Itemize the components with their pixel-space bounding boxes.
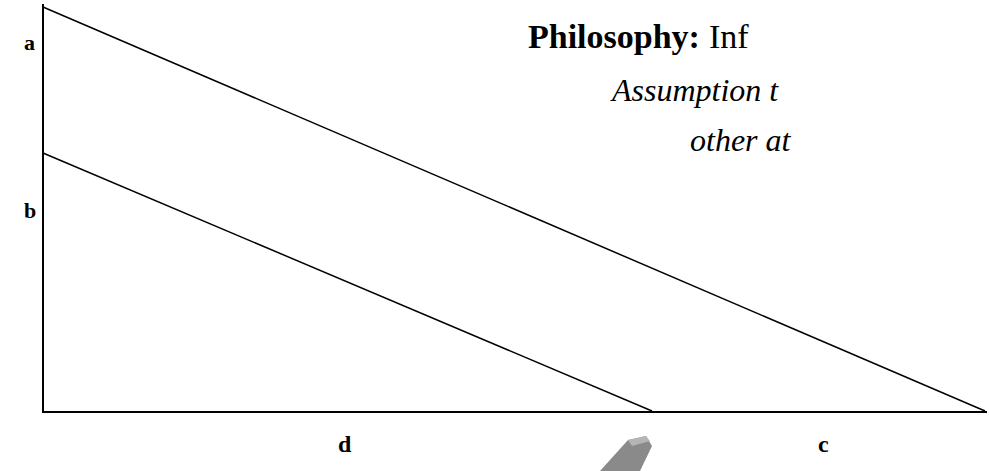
note-text: Assumption t xyxy=(612,74,778,106)
axis-letter: c xyxy=(818,432,829,456)
axis-letter: b xyxy=(24,200,36,222)
pen-highlight xyxy=(628,436,650,446)
heading-text: Inf xyxy=(709,20,749,54)
vertical-axis xyxy=(42,4,44,413)
pen-shape xyxy=(600,436,652,471)
outer-hypotenuse xyxy=(43,7,985,411)
heading-text: Philosophy: xyxy=(528,20,700,54)
horizontal-axis xyxy=(42,411,987,413)
note-text: other at xyxy=(690,124,790,156)
axis-letter: d xyxy=(338,432,351,456)
axis-letter: a xyxy=(24,32,35,54)
inner-hypotenuse xyxy=(43,153,652,411)
